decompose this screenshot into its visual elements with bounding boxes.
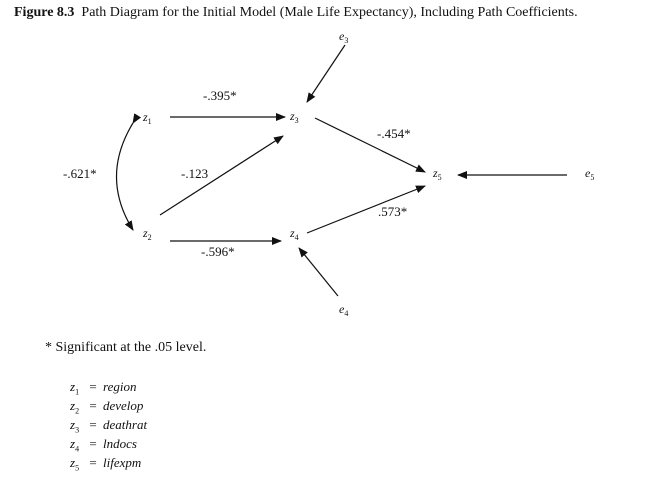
arrow-z2-z3 bbox=[159, 135, 284, 216]
legend-item: z2=develop bbox=[70, 398, 144, 416]
arrow-z4-z5 bbox=[306, 185, 426, 234]
svg-text:z5: z5 bbox=[432, 166, 442, 182]
node-z2: z2 bbox=[142, 226, 152, 242]
svg-text:z1: z1 bbox=[142, 110, 152, 126]
svg-text:z3: z3 bbox=[289, 109, 299, 125]
legend-item: z4=lndocs bbox=[70, 436, 137, 454]
figure-number: Figure 8.3 bbox=[14, 5, 75, 20]
node-e3: e3 bbox=[339, 29, 348, 45]
coef-z1-z2: -.621* bbox=[63, 166, 97, 181]
figure-caption: Path Diagram for the Initial Model (Male… bbox=[81, 5, 578, 20]
coef-z4-z5: .573* bbox=[378, 204, 407, 219]
coef-z3-z5: -.454* bbox=[377, 126, 411, 141]
node-z3: z3 bbox=[289, 109, 299, 125]
node-e4: e4 bbox=[339, 302, 348, 318]
legend-item: z1=region bbox=[70, 379, 137, 397]
legend-item: z5=lifexpm bbox=[70, 455, 142, 473]
arrow-z3-z5 bbox=[314, 117, 426, 173]
arrow-e3-z3 bbox=[306, 44, 346, 103]
path-diagram: z1 z2 z3 z4 z5 e3 e4 e5 -.395* -.123 -.5… bbox=[63, 29, 594, 318]
arrow-e4-z4 bbox=[298, 247, 339, 297]
svg-text:z4: z4 bbox=[289, 226, 299, 242]
correlation-arc-z1-z2 bbox=[116, 113, 142, 231]
significance-footnote: * Significant at the .05 level. bbox=[45, 340, 207, 355]
node-z5: z5 bbox=[432, 166, 442, 182]
svg-text:e4: e4 bbox=[339, 302, 348, 318]
coef-z1-z3: -.395* bbox=[203, 88, 237, 103]
variable-legend: z1=region z2=develop z3=deathrat z4=lndo… bbox=[70, 377, 148, 473]
svg-text:e3: e3 bbox=[339, 29, 348, 45]
svg-text:z2: z2 bbox=[142, 226, 152, 242]
figure-title: Figure 8.3 Path Diagram for the Initial … bbox=[14, 5, 578, 21]
legend-item: z3=deathrat bbox=[70, 417, 148, 435]
node-z4: z4 bbox=[289, 226, 299, 242]
node-e5: e5 bbox=[585, 166, 594, 182]
coef-z2-z4: -.596* bbox=[201, 244, 235, 259]
node-z1: z1 bbox=[142, 110, 152, 126]
coef-z2-z3: -.123 bbox=[181, 166, 208, 181]
svg-text:e5: e5 bbox=[585, 166, 594, 182]
